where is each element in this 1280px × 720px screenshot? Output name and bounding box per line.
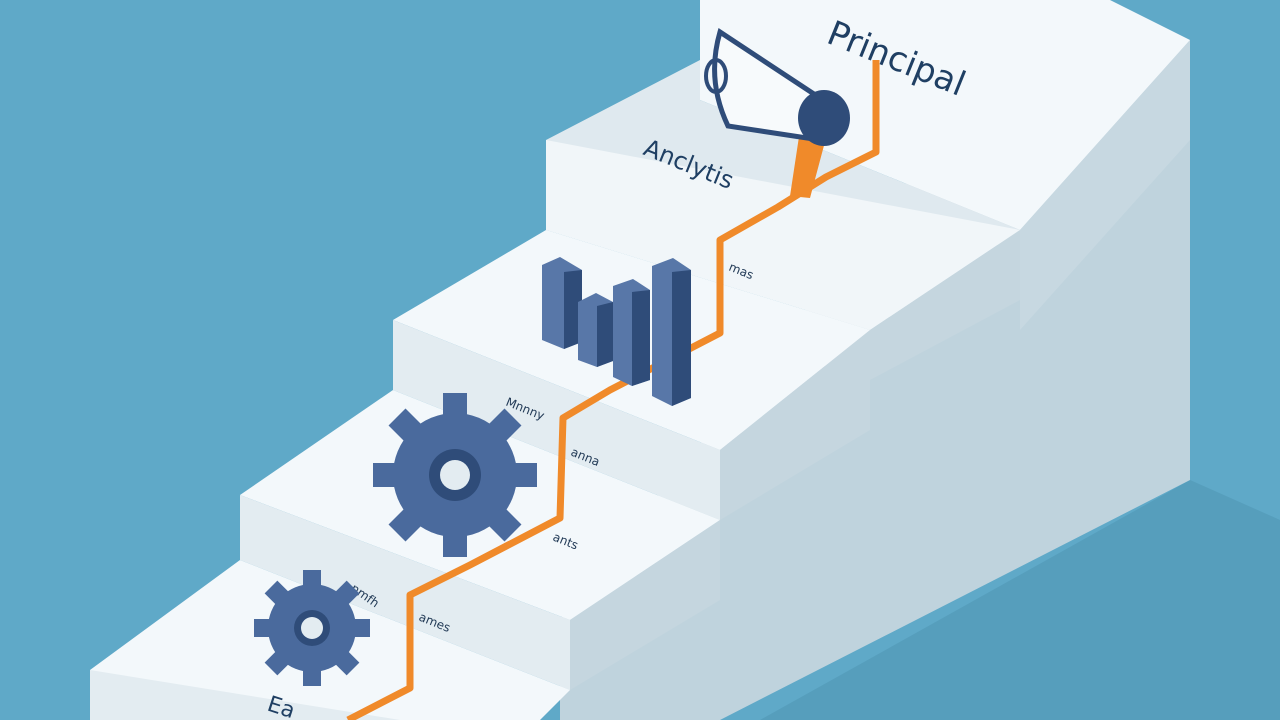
bar-chart-icon xyxy=(542,257,691,406)
step-3-side xyxy=(720,330,870,520)
step-1-front xyxy=(90,670,400,720)
progress-path xyxy=(346,60,880,720)
step-2-side xyxy=(570,520,720,690)
megaphone-handle xyxy=(790,130,826,198)
bar-1-side xyxy=(564,270,582,349)
step-5 xyxy=(700,0,1190,330)
bar-4-side xyxy=(672,270,691,406)
step-4-side xyxy=(870,230,1020,380)
megaphone-bell xyxy=(798,90,850,146)
step-4-top xyxy=(546,140,1020,330)
step-3-front xyxy=(393,320,720,520)
gear-small-hole-inner xyxy=(301,617,323,639)
step-5-side xyxy=(1020,40,1190,330)
gear-large-hole-inner xyxy=(440,460,470,490)
bar-2-side xyxy=(597,302,613,367)
gear-large-teeth xyxy=(373,393,537,557)
step-5-top xyxy=(700,0,1190,230)
step-4-riser xyxy=(546,60,1020,250)
gear-icon-small xyxy=(254,570,370,686)
gear-icon-large xyxy=(373,393,537,557)
step-2-front xyxy=(240,495,570,690)
megaphone-icon xyxy=(704,28,850,198)
staircase-shadow xyxy=(760,480,1280,720)
gear-small-teeth xyxy=(254,570,370,686)
bar-3-side xyxy=(632,290,650,386)
megaphone-mouth xyxy=(704,58,728,94)
